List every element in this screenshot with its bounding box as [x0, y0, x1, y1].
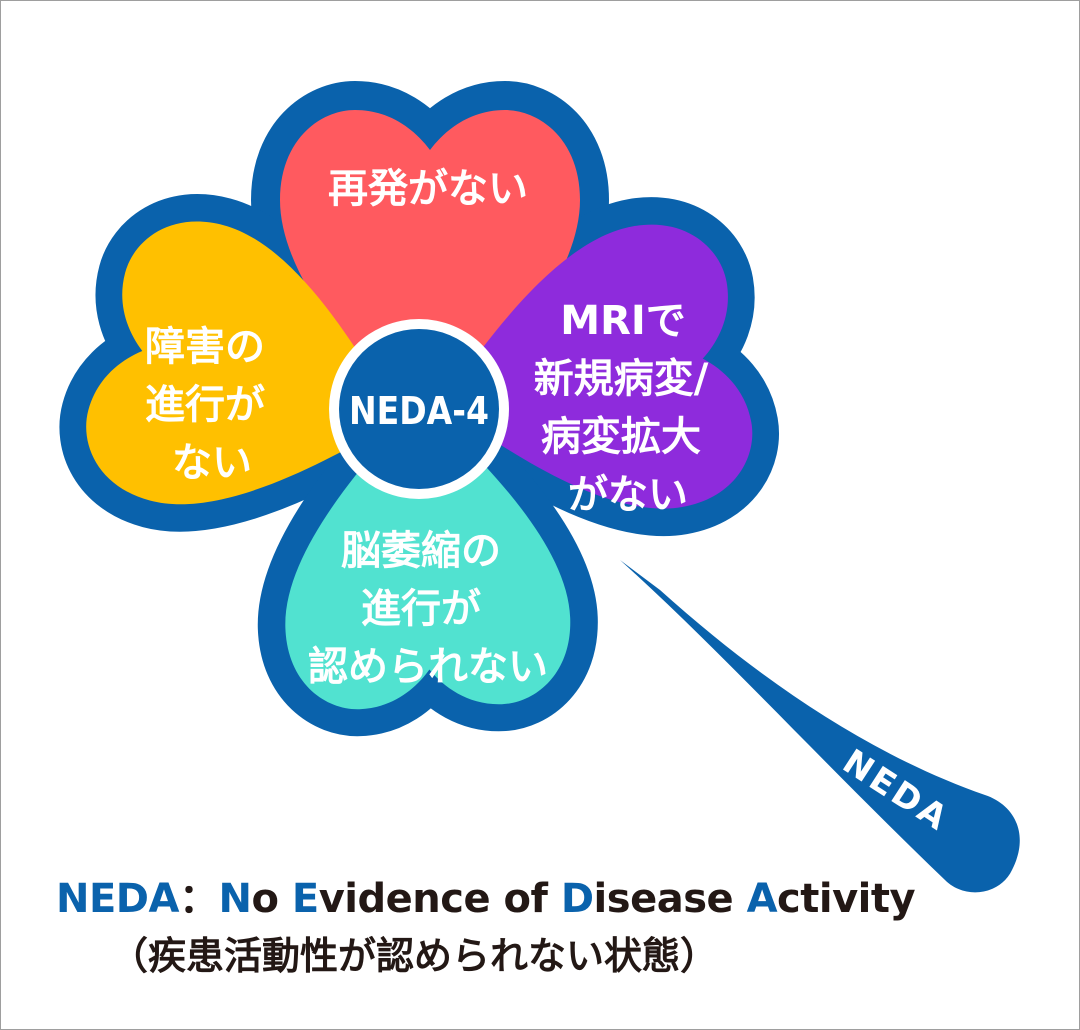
center-label: NEDA-4: [349, 389, 489, 433]
caption-word-rest: vidence: [318, 876, 491, 922]
petal-disability-label: 障害の 進行が ない: [145, 324, 279, 486]
petal-relapse-label: 再発がない: [328, 166, 528, 212]
center-circle: [339, 329, 499, 489]
caption-definition: NEDA：No Evidence of Disease Activity: [56, 866, 916, 924]
caption-initial-d: D: [560, 876, 594, 922]
petal-atrophy-label: 脳萎縮の 進行が 認められない: [308, 528, 548, 690]
caption-initial-n: N: [218, 876, 252, 922]
caption-initial-e: E: [291, 876, 319, 922]
caption-word-rest: ctivity: [777, 876, 916, 922]
caption-japanese: （疾患活動性が認められない状態）: [110, 934, 719, 978]
clover-stem: [620, 560, 1020, 893]
caption-word-rest: isease: [593, 876, 734, 922]
caption-word-rest: o: [251, 876, 279, 922]
caption-separator: ：: [178, 876, 219, 922]
caption-word-of: of: [503, 876, 548, 922]
petal-mri-label: MRIで 新規病変/ 病変拡大 がない: [534, 298, 723, 518]
caption-acronym: NEDA: [56, 876, 179, 922]
caption-initial-a: A: [746, 876, 778, 922]
